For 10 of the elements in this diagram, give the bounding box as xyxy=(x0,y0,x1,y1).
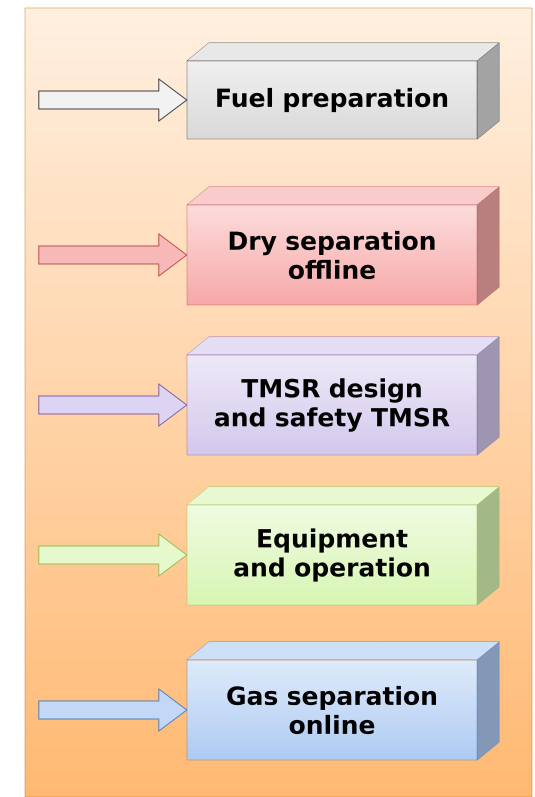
box-3d: Equipment and operation xyxy=(186,486,500,606)
block-arrow xyxy=(38,688,188,732)
block-arrow xyxy=(38,533,188,577)
box-3d: Fuel preparation xyxy=(186,42,500,140)
box-3d: Gas separation online xyxy=(186,642,500,760)
block-arrow xyxy=(38,232,188,277)
block-arrow xyxy=(38,383,188,427)
box-3d: Dry separation offline xyxy=(186,186,500,306)
block-arrow xyxy=(38,78,188,122)
box-3d: TMSR design and safety TMSR xyxy=(186,336,500,456)
